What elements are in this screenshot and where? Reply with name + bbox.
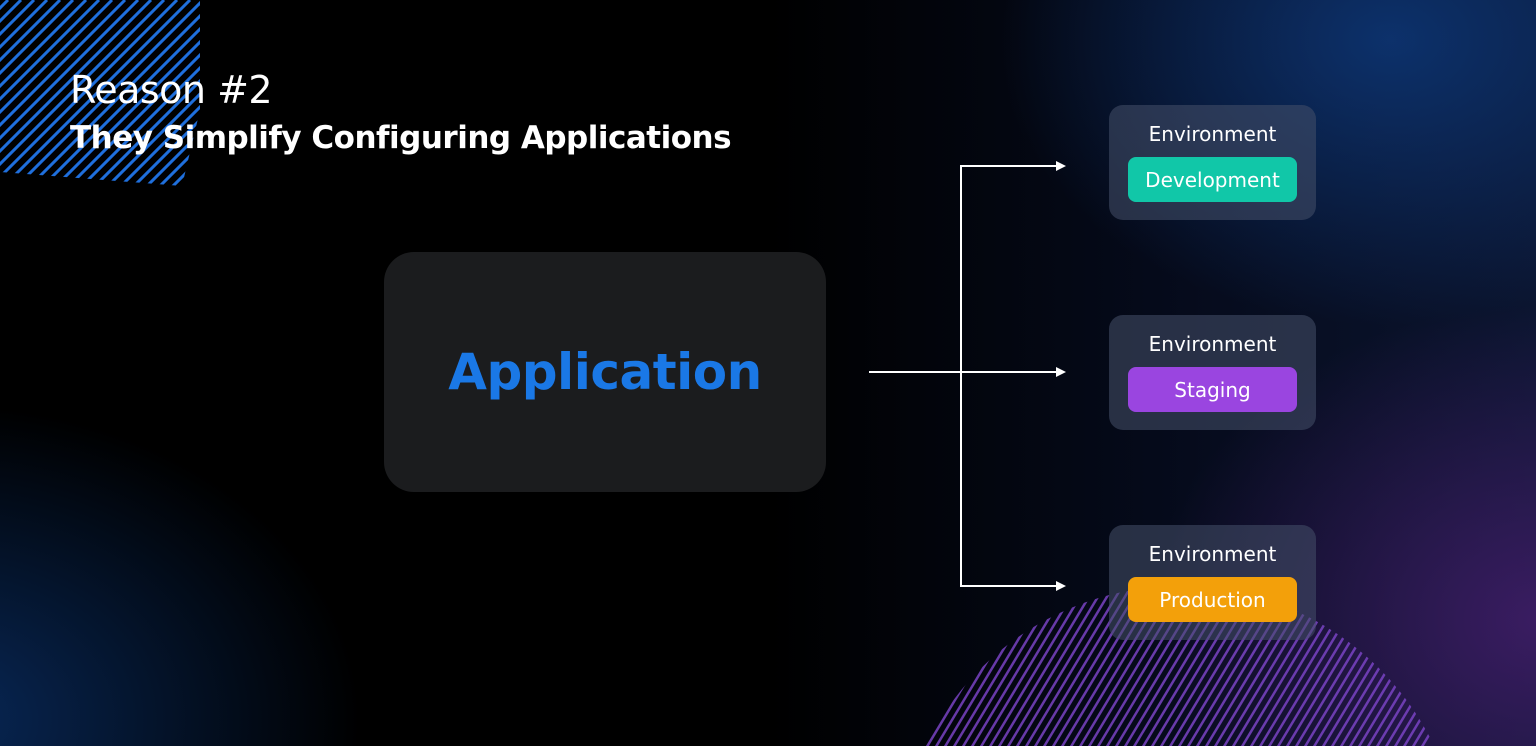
application-box: Application	[384, 252, 826, 492]
environment-badge-development: Development	[1128, 157, 1297, 202]
branch-line	[960, 165, 1058, 587]
environment-heading: Environment	[1148, 542, 1277, 566]
environment-badge-staging: Staging	[1128, 367, 1297, 412]
arrowhead-staging-icon	[1056, 367, 1066, 377]
application-label: Application	[448, 343, 762, 401]
slide-title: Reason #2	[70, 68, 273, 112]
environment-card-production: Environment Production	[1109, 525, 1316, 640]
environment-badge-production: Production	[1128, 577, 1297, 622]
arrowhead-production-icon	[1056, 581, 1066, 591]
environment-card-development: Environment Development	[1109, 105, 1316, 220]
slide-subtitle: They Simplify Configuring Applications	[70, 120, 732, 156]
environment-heading: Environment	[1148, 122, 1277, 146]
arrowhead-development-icon	[1056, 161, 1066, 171]
environment-heading: Environment	[1148, 332, 1277, 356]
environment-card-staging: Environment Staging	[1109, 315, 1316, 430]
